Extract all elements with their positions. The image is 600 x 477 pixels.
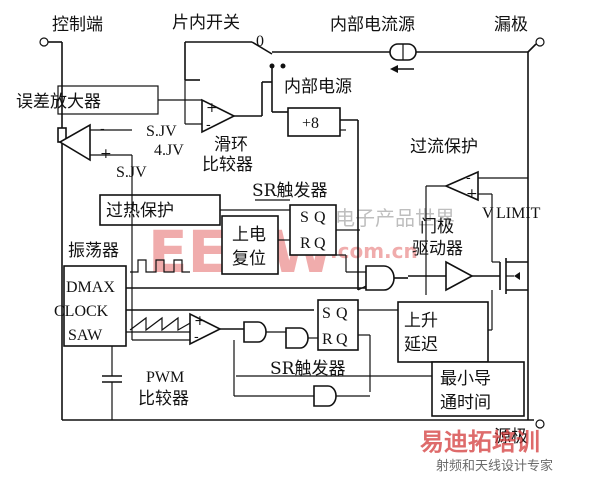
rise-delay-box [397,301,489,363]
label-vlimit-sub: LIMIT [496,205,541,222]
sr-flipflop-top [255,199,366,273]
gate-driver [408,194,528,294]
label-vref-b: 4.JV [154,142,184,159]
label-oscillator: 振荡器 [68,241,119,261]
internal-supply [269,63,359,290]
label-min-on-time-2: 通时间 [440,393,491,413]
source-pin [535,419,545,429]
label-sr-top-q2: Q [314,235,326,252]
label-sr-top-q: Q [314,209,326,226]
label-gate-driver-1: 门极 [420,217,454,237]
pulse-waveform [130,259,190,273]
oscillator-box [63,265,127,347]
label-vlimit-v: V [482,205,494,222]
svg-text:-: - [466,170,471,186]
label-overcurrent-protection: 过流保护 [410,137,478,157]
over-temp-box [99,194,221,226]
label-sr-flipflop-bottom: SR触发器 [270,359,345,379]
min-on-time-box [431,361,525,417]
label-sr-bottom-q: Q [336,305,348,322]
watermark-site-cn: 电子产品世界 [335,206,455,230]
control-terminal-pin [39,37,49,47]
pwm-comparator: + - [131,160,244,346]
svg-text:-: - [100,121,105,137]
pwm-comp-triangle [189,312,222,346]
label-source: 源极 [494,427,528,447]
shunt-comp-triangle [201,98,236,134]
label-pwm-2: 比较器 [138,389,189,409]
watermark-brand-text: 易迪拓培训 [420,428,540,456]
watermark-brand-sub: 射频和天线设计专家 [436,458,553,474]
oc-comp-triangle [444,170,479,202]
svg-text:+: + [100,146,112,162]
bottom-rail [62,340,545,429]
label-sr-flipflop-top: SR触发器 [252,181,327,201]
rise-delay [397,290,493,363]
sr-bottom-box [317,299,359,351]
label-clock: CLOCK [54,303,109,320]
label-min-on-time-1: 最小导 [440,369,491,389]
label-rise-delay-2: 延迟 [404,335,438,355]
error-amp-triangle [58,123,91,162]
over-temp-protection [99,194,290,226]
label-switch-mark: 0 [256,33,264,50]
supply-box [287,107,341,137]
sr-flipflop-bottom [317,299,400,397]
label-drain: 漏极 [494,15,528,35]
label-shunt-comp-1: 滑环 [214,135,248,155]
label-control-terminal: 控制端 [52,15,103,35]
svg-text:+: + [466,186,478,202]
label-internal-supply: 内部电源 [284,77,352,97]
overcurrent-comparator: - + [425,170,528,295]
svg-text:+: + [206,100,218,116]
svg-text:-: - [206,117,211,133]
svg-text:+: + [194,313,206,329]
label-supply-value: +8 [302,115,319,132]
label-saw: SAW [68,327,103,344]
sr-top-box [289,204,337,256]
label-gate-driver-2: 驱动器 [412,239,463,259]
drain-pin [535,37,545,47]
label-vref-c: S.JV [116,164,147,181]
label-internal-current-source: 内部电流源 [330,15,415,35]
label-power-on-reset-2: 复位 [232,249,266,269]
sawtooth-waveform [129,316,193,332]
label-sr-top-r: R [300,235,311,252]
label-error-amplifier: 误差放大器 [16,92,101,112]
label-sr-top-s: S [300,209,309,226]
label-on-chip-switch: 片内开关 [172,13,240,33]
label-sr-bottom-q2: Q [336,331,348,348]
svg-text:-: - [194,329,199,345]
and-gates-bottom [243,321,337,407]
label-pwm-1: PWM [146,369,184,386]
label-dmax: DMAX [66,279,115,296]
shunt-comparator: + - [158,80,272,134]
oscillator [63,259,366,347]
watermark-brand: 易迪拓培训 射频和天线设计专家 [420,428,553,474]
label-power-on-reset-1: 上电 [232,225,266,245]
power-on-reset-box [221,215,279,275]
label-shunt-comp-2: 比较器 [202,155,253,175]
on-chip-switch [251,41,273,55]
label-sr-bottom-r: R [322,331,333,348]
label-rise-delay-1: 上升 [404,311,438,331]
top-rail [39,37,545,420]
power-on-reset [221,215,290,275]
gate-driver-triangle [445,260,474,292]
min-on-time [431,361,525,417]
and-gate-main [357,265,408,291]
label-vref-a: S.JV [146,123,177,140]
labels: 控制端 片内开关 内部电流源 漏极 0 误差放大器 内部电源 +8 S.JV 4… [16,13,541,447]
watermark-site-url: .com.cn [330,239,418,263]
label-over-temp: 过热保护 [106,201,174,221]
label-sr-bottom-s: S [322,305,331,322]
